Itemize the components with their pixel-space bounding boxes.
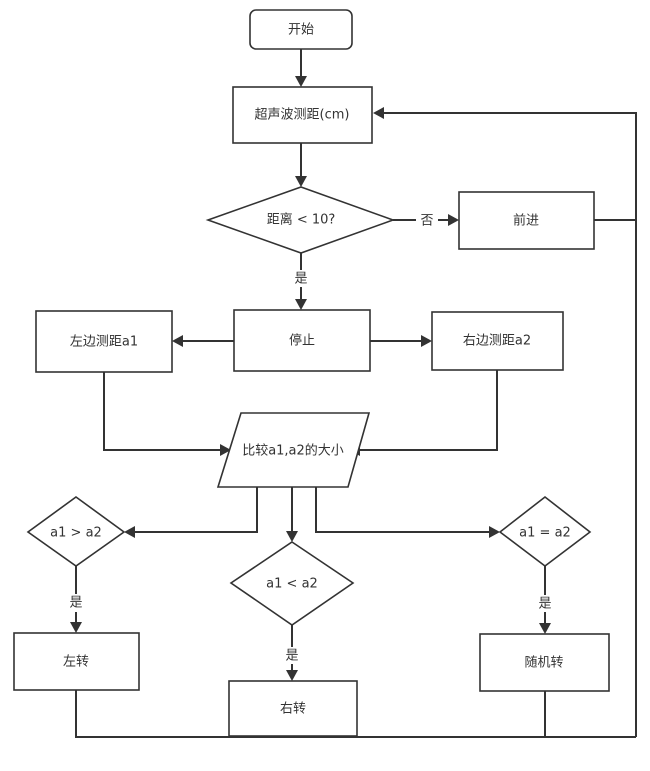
compare-label: 比较a1,a2的大小 (242, 443, 344, 459)
measure-right-node[interactable]: 右边测距a2 (431, 311, 564, 371)
greater-decision[interactable]: a1 > a2 (26, 496, 126, 567)
edge-label-yes: 是 (294, 272, 307, 287)
stop-label: 停止 (289, 333, 315, 349)
measure-left-node[interactable]: 左边测距a1 (35, 310, 173, 373)
edge-outputs-to-bottom (75, 690, 636, 738)
arrow-head (220, 444, 231, 456)
arrow-head (286, 531, 298, 542)
turn-left-node[interactable]: 左转 (13, 632, 140, 691)
edge-left-to-compare (103, 372, 220, 451)
measure-distance-label: 超声波测距(cm) (255, 108, 350, 123)
stop-node[interactable]: 停止 (233, 309, 371, 372)
measure-right-label: 右边测距a2 (463, 334, 531, 349)
arrow-head (124, 526, 135, 538)
edge-loop-back-to-measure (384, 112, 637, 737)
distance-check-decision[interactable]: 距离 < 10? (205, 186, 396, 254)
measure-left-label: 左边测距a1 (70, 335, 138, 350)
forward-node[interactable]: 前进 (458, 191, 595, 250)
arrow-head (286, 670, 298, 681)
arrow-head (373, 107, 384, 119)
edge-compare-to-greater (135, 487, 258, 533)
edge-label-yes: 是 (69, 596, 82, 611)
random-turn-label: 随机转 (524, 656, 563, 671)
random-turn-node[interactable]: 随机转 (479, 633, 610, 692)
turn-left-label: 左转 (63, 655, 89, 670)
edge-right-to-compare (360, 370, 498, 451)
edge-compare-to-equal (315, 487, 489, 533)
arrow-head (295, 176, 307, 187)
arrow-head (172, 335, 183, 347)
start-node[interactable]: 开始 (249, 9, 353, 50)
arrow-head (70, 622, 82, 633)
forward-label: 前进 (513, 213, 539, 229)
arrow-heads (70, 76, 551, 681)
edge-label-yes: 是 (285, 649, 298, 664)
arrow-head (448, 214, 459, 226)
arrow-head (295, 76, 307, 87)
distance-check-label: 距离 < 10? (267, 212, 336, 228)
equal-decision[interactable]: a1 = a2 (498, 495, 592, 568)
compare-node[interactable]: 比较a1,a2的大小 (216, 412, 371, 488)
equal-label: a1 = a2 (519, 526, 571, 541)
less-label: a1 < a2 (266, 577, 318, 592)
less-decision[interactable]: a1 < a2 (229, 541, 355, 626)
edge-labels: 否 是 是 是 是 (69, 214, 551, 664)
arrow-head (539, 623, 551, 634)
edge-label-yes: 是 (538, 597, 551, 612)
start-label: 开始 (288, 23, 314, 38)
greater-label: a1 > a2 (50, 526, 102, 541)
measure-distance-node[interactable]: 超声波测距(cm) (232, 86, 373, 144)
turn-right-node[interactable]: 右转 (228, 680, 358, 737)
connectors (75, 49, 637, 738)
turn-right-label: 右转 (280, 702, 306, 717)
arrow-head (295, 299, 307, 310)
arrow-head (489, 526, 500, 538)
edge-label-no: 否 (420, 214, 433, 229)
arrow-head (421, 335, 432, 347)
